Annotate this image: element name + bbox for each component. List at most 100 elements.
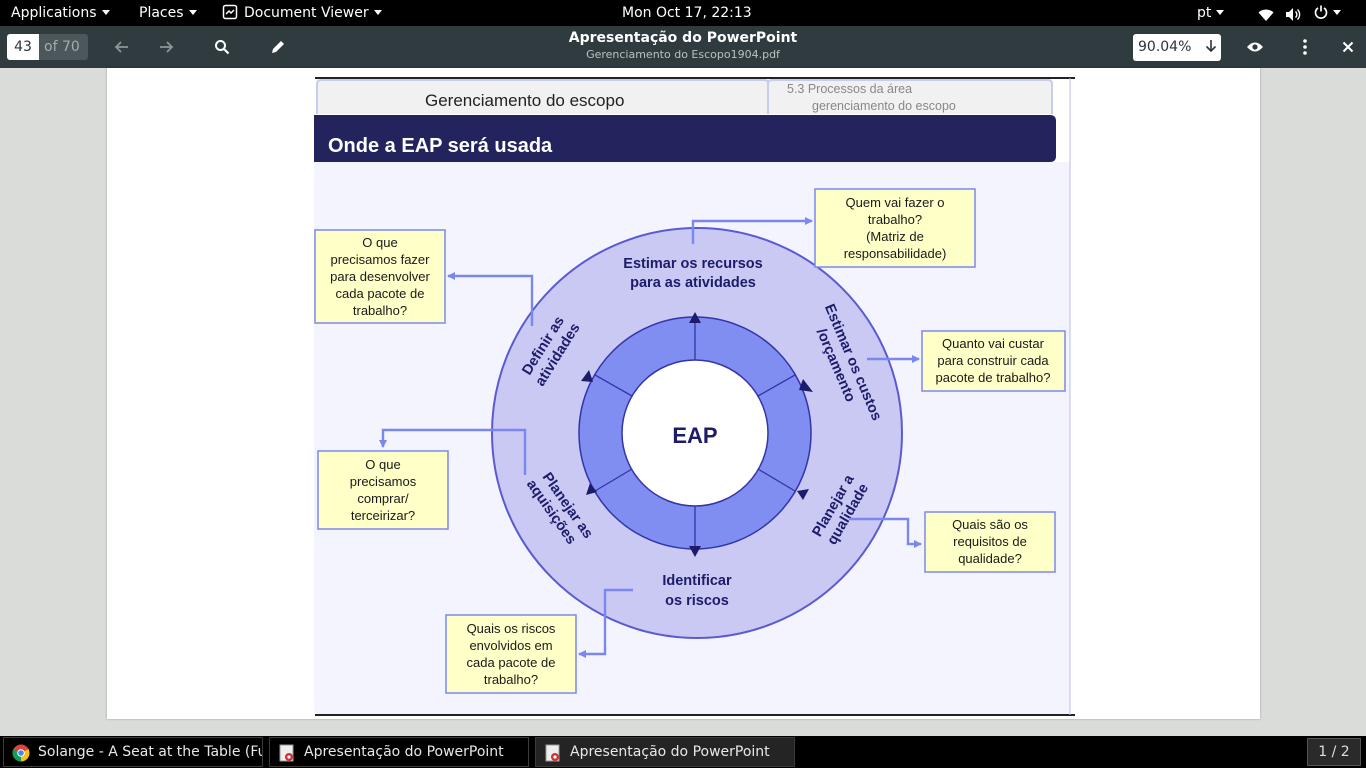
svg-text:(Matriz de: (Matriz de <box>866 229 924 244</box>
menu-dots-icon <box>1303 39 1307 55</box>
chevron-down-icon <box>1216 10 1225 15</box>
svg-text:trabalho?: trabalho? <box>868 212 922 227</box>
document-area[interactable]: Gerenciamento do escopo 5.3 Processos da… <box>0 68 1366 736</box>
ring-label-bottom-1: Identificar <box>662 573 732 589</box>
pdf-page[interactable]: Gerenciamento do escopo 5.3 Processos da… <box>107 68 1260 719</box>
svg-text:comprar/: comprar/ <box>357 491 409 506</box>
chevron-down-icon <box>373 10 382 15</box>
workspace-switcher[interactable]: 1 / 2 <box>1307 738 1361 766</box>
svg-text:precisamos: precisamos <box>350 474 417 489</box>
pencil-icon <box>272 41 284 53</box>
tab-left-label: Gerenciamento do escopo <box>425 91 624 110</box>
svg-text:cada pacote de: cada pacote de <box>336 286 425 301</box>
box-topleft: O que precisamos fazer para desenvolver … <box>314 229 446 324</box>
viewer-header: 43 of 70 Apresentação do PowerPoint Gere… <box>0 26 1366 68</box>
svg-text:para desenvolver: para desenvolver <box>330 269 430 284</box>
svg-text:qualidade?: qualidade? <box>958 551 1022 566</box>
box-right: Quanto vai custar para construir cada pa… <box>921 330 1066 392</box>
back-button[interactable] <box>108 33 136 61</box>
slide-tab-left: Gerenciamento do escopo <box>316 79 769 114</box>
document-filename: Gerenciamento do Escopo1904.pdf <box>586 48 780 61</box>
language-label: pt <box>1197 5 1212 21</box>
zoom-value: 90.04% <box>1138 39 1192 55</box>
tab-right-line1: 5.3 Processos da área <box>787 82 912 96</box>
svg-text:trabalho?: trabalho? <box>353 303 407 318</box>
window-title: Apresentação do PowerPoint Gerenciamento… <box>433 30 933 62</box>
svg-text:responsabilidade): responsabilidade) <box>844 246 947 261</box>
zoom-dropdown-icon[interactable] <box>1205 34 1217 61</box>
task-pdf-1-label: Apresentação do PowerPoint <box>304 744 504 760</box>
chrome-icon <box>12 744 30 762</box>
ring-label-top-2: para as atividades <box>630 275 756 291</box>
eye-icon <box>1247 42 1263 52</box>
svg-text:Quais são os: Quais são os <box>952 517 1028 532</box>
slide-banner: Onde a EAP será usada <box>314 115 1056 162</box>
chevron-down-icon <box>1333 10 1341 15</box>
search-icon <box>215 40 230 55</box>
box-lowright: Quais são os requisitos de qualidade? <box>924 511 1056 573</box>
menu-button[interactable] <box>1291 33 1319 61</box>
page-number-entry[interactable]: 43 of 70 <box>7 34 88 60</box>
power-menu[interactable] <box>1314 0 1341 26</box>
current-page-field[interactable]: 43 <box>7 34 39 60</box>
view-options-button[interactable] <box>1241 33 1269 61</box>
forward-button[interactable] <box>152 33 180 61</box>
pdf-icon <box>279 744 294 762</box>
svg-text:O que: O que <box>362 235 397 250</box>
svg-text:O que: O que <box>365 457 400 472</box>
task-pdf-2[interactable]: Apresentação do PowerPoint <box>535 737 795 767</box>
connector-arrows <box>379 217 922 658</box>
segment-dividers <box>594 317 796 549</box>
wifi-icon[interactable] <box>1258 5 1274 21</box>
svg-text:pacote de trabalho?: pacote de trabalho? <box>936 370 1051 385</box>
page-total-label: of 70 <box>44 39 80 55</box>
svg-text:trabalho?: trabalho? <box>484 672 538 687</box>
document-title: Apresentação do PowerPoint <box>568 30 798 46</box>
task-chrome[interactable]: Solange - A Seat at the Table (Ful... <box>3 737 263 767</box>
svg-text:terceirizar?: terceirizar? <box>351 508 415 523</box>
task-chrome-label: Solange - A Seat at the Table (Ful... <box>38 744 263 760</box>
svg-text:Quais os riscos: Quais os riscos <box>467 621 556 636</box>
annotate-button[interactable] <box>264 33 292 61</box>
pdf-icon <box>545 744 560 762</box>
clock[interactable]: Mon Oct 17, 22:13 <box>622 5 752 21</box>
back-arrow-icon <box>114 41 128 53</box>
task-pdf-2-label: Apresentação do PowerPoint <box>570 744 770 760</box>
top-panel: Applications Places Document Viewer Mon … <box>0 0 1366 26</box>
banner-title: Onde a EAP será usada <box>328 135 553 157</box>
slide-tab-right: 5.3 Processos da área gerenciamento do e… <box>767 79 1053 114</box>
box-left: O que precisamos comprar/ terceirizar? <box>317 450 449 530</box>
box-bottom: Quais os riscos envolvidos em cada pacot… <box>445 614 577 694</box>
svg-text:cada pacote de: cada pacote de <box>467 655 556 670</box>
svg-text:para construir cada: para construir cada <box>937 353 1049 368</box>
applications-label: Applications <box>11 5 97 21</box>
language-menu[interactable]: pt <box>1197 0 1225 26</box>
volume-icon[interactable] <box>1285 5 1301 21</box>
app-menu[interactable]: Document Viewer <box>222 0 382 26</box>
close-button[interactable] <box>1334 33 1362 61</box>
document-viewer-icon <box>222 4 238 20</box>
ring-label-bottom-2: os riscos <box>665 593 729 609</box>
close-icon <box>1342 41 1354 53</box>
svg-text:requisitos de: requisitos de <box>953 534 1027 549</box>
chevron-down-icon <box>188 10 197 15</box>
svg-text:Quem vai fazer o: Quem vai fazer o <box>846 195 945 210</box>
box-topright: Quem vai fazer o trabalho? (Matriz de re… <box>814 188 976 268</box>
app-name-label: Document Viewer <box>244 5 369 21</box>
places-label: Places <box>139 5 184 21</box>
places-menu[interactable]: Places <box>139 0 197 26</box>
center-label: EAP <box>672 423 717 448</box>
taskbar: Solange - A Seat at the Table (Ful... Ap… <box>0 736 1366 768</box>
tab-right-line2: gerenciamento do escopo <box>812 99 956 113</box>
zoom-selector[interactable]: 90.04% <box>1133 34 1221 61</box>
chevron-down-icon <box>101 10 110 15</box>
applications-menu[interactable]: Applications <box>11 0 110 26</box>
search-button[interactable] <box>208 33 236 61</box>
forward-arrow-icon <box>160 41 174 53</box>
svg-text:envolvidos em: envolvidos em <box>469 638 552 653</box>
cycle-arrows <box>581 312 813 557</box>
svg-text:Quanto vai custar: Quanto vai custar <box>942 336 1045 351</box>
svg-text:precisamos fazer: precisamos fazer <box>331 252 431 267</box>
power-icon <box>1314 5 1328 19</box>
task-pdf-1[interactable]: Apresentação do PowerPoint <box>269 737 529 767</box>
